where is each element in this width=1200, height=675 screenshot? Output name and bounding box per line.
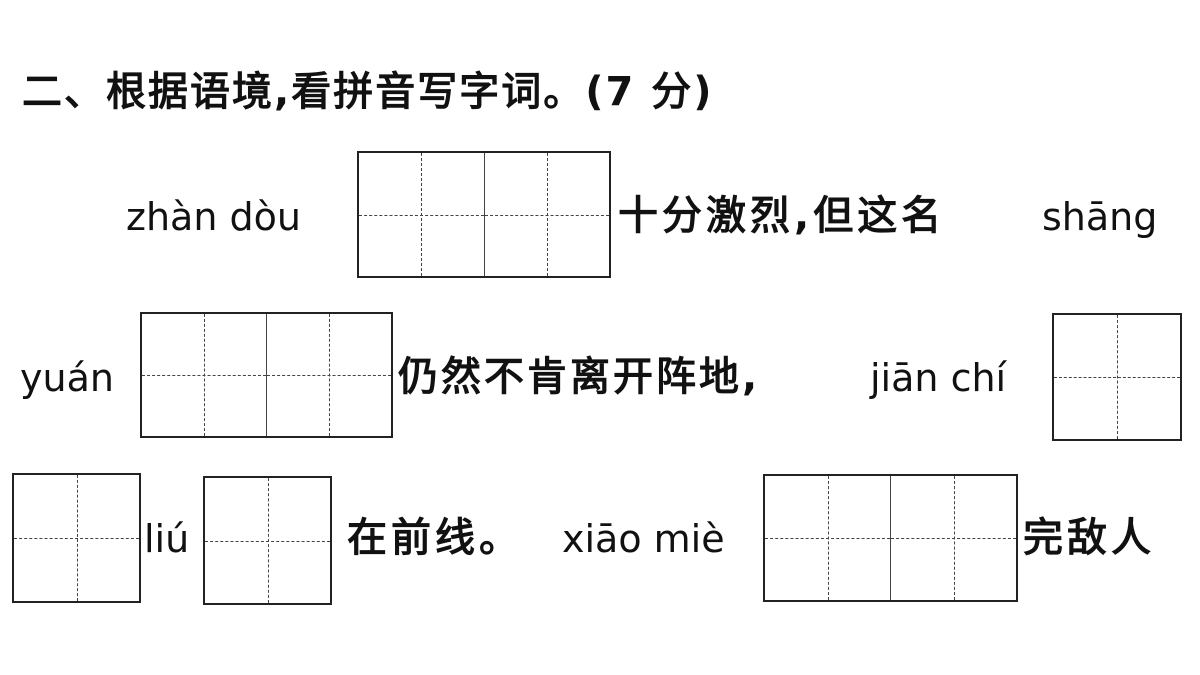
sentence-text-2: 仍然不肯离开阵地, (398, 354, 761, 400)
sentence-text-3: 在前线。 (347, 515, 523, 561)
pinyin-shang: shāng (1042, 195, 1158, 239)
pinyin-liu: liú (144, 517, 190, 561)
grid-cell[interactable] (14, 475, 139, 601)
answer-grid-shangyuan[interactable] (140, 312, 393, 438)
grid-cell[interactable] (266, 314, 391, 436)
grid-cell[interactable] (1054, 315, 1180, 439)
answer-grid-zhandou[interactable] (357, 151, 611, 278)
grid-cell[interactable] (890, 476, 1016, 600)
grid-cell[interactable] (359, 153, 484, 276)
grid-cell[interactable] (765, 476, 890, 600)
answer-grid-xiaomie[interactable] (763, 474, 1018, 602)
sentence-text-4: 完敌人 (1023, 515, 1155, 561)
grid-cell[interactable] (142, 314, 266, 436)
pinyin-yuan: yuán (20, 356, 114, 400)
answer-grid-jianchi-1[interactable] (1052, 313, 1182, 441)
answer-grid-liu[interactable] (203, 476, 332, 605)
question-title: 二、根据语境,看拼音写字词。(7 分) (22, 69, 714, 115)
answer-grid-jianchi-2[interactable] (12, 473, 141, 603)
pinyin-jianchi: jiān chí (870, 356, 1007, 400)
grid-cell[interactable] (205, 478, 330, 603)
grid-cell[interactable] (483, 153, 610, 276)
pinyin-zhandou: zhàn dòu (126, 195, 301, 239)
pinyin-xiaomie: xiāo miè (562, 517, 725, 561)
sentence-text-1: 十分激烈,但这名 (618, 193, 946, 239)
